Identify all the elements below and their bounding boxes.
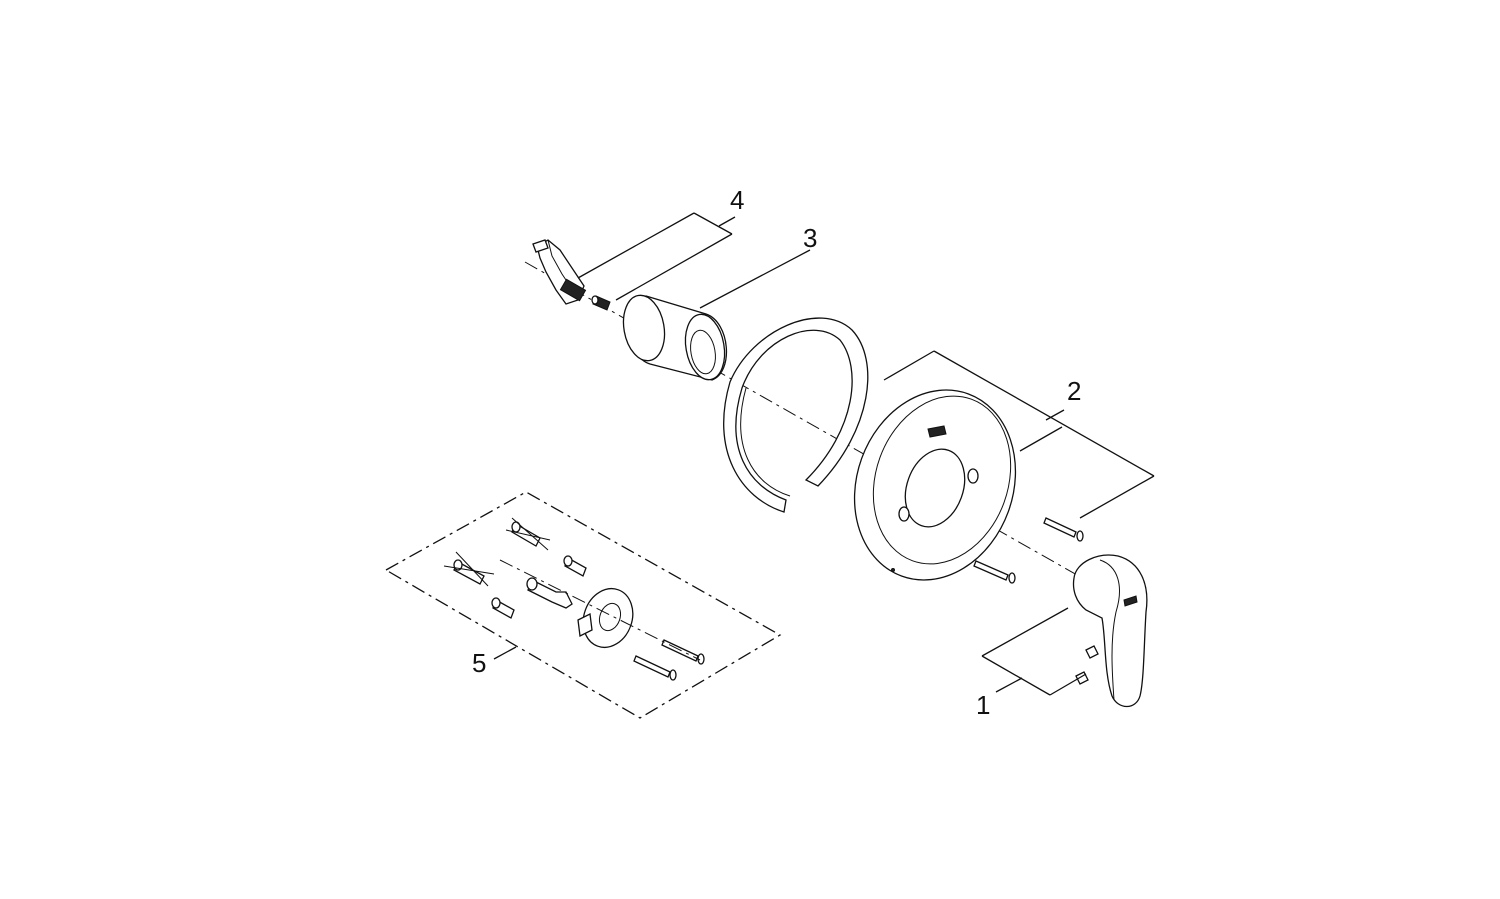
trim-kit-plate — [577, 587, 634, 649]
escutcheon-screw-upper — [1043, 517, 1084, 542]
trim-kit-spindle-lower — [491, 597, 515, 619]
part-stop[interactable]: 4 — [532, 185, 744, 311]
stop-pin — [591, 295, 611, 311]
escutcheon-screw-lower — [973, 560, 1016, 584]
seal-ring — [723, 317, 869, 513]
escutcheon-leader — [883, 350, 1155, 519]
part-sleeve[interactable]: 3 — [619, 223, 818, 383]
sleeve-cylinder — [622, 294, 727, 381]
trim-kit-crossed-cartridge-upper — [505, 517, 551, 551]
trim-kit-leader — [493, 646, 517, 660]
trim-kit-spindle-upper — [563, 555, 587, 577]
trim-kit-axis — [499, 559, 701, 661]
part-number-3: 3 — [803, 223, 817, 253]
stop-leader — [577, 212, 736, 301]
trim-kit-screw-upper — [661, 639, 705, 665]
part-number-4: 4 — [730, 185, 744, 215]
part-trim-kit[interactable]: 5 — [384, 491, 782, 719]
trim-kit-screw-lower — [633, 655, 677, 681]
center-axis — [524, 261, 1101, 589]
trim-kit-crossed-cartridge-lower — [443, 551, 495, 587]
handle-lever — [1072, 554, 1148, 708]
stop-body — [532, 239, 587, 305]
part-escutcheon[interactable]: 2 — [829, 350, 1155, 603]
sleeve-leader — [699, 249, 811, 309]
trim-kit-extension — [526, 577, 573, 609]
part-number-1: 1 — [976, 690, 990, 720]
part-number-2: 2 — [1067, 376, 1081, 406]
part-number-5: 5 — [472, 648, 486, 678]
escutcheon-plate — [853, 389, 1017, 581]
trim-kit-frame — [384, 491, 782, 719]
handle-leader — [981, 607, 1087, 696]
part-handle[interactable]: 1 — [976, 554, 1148, 720]
